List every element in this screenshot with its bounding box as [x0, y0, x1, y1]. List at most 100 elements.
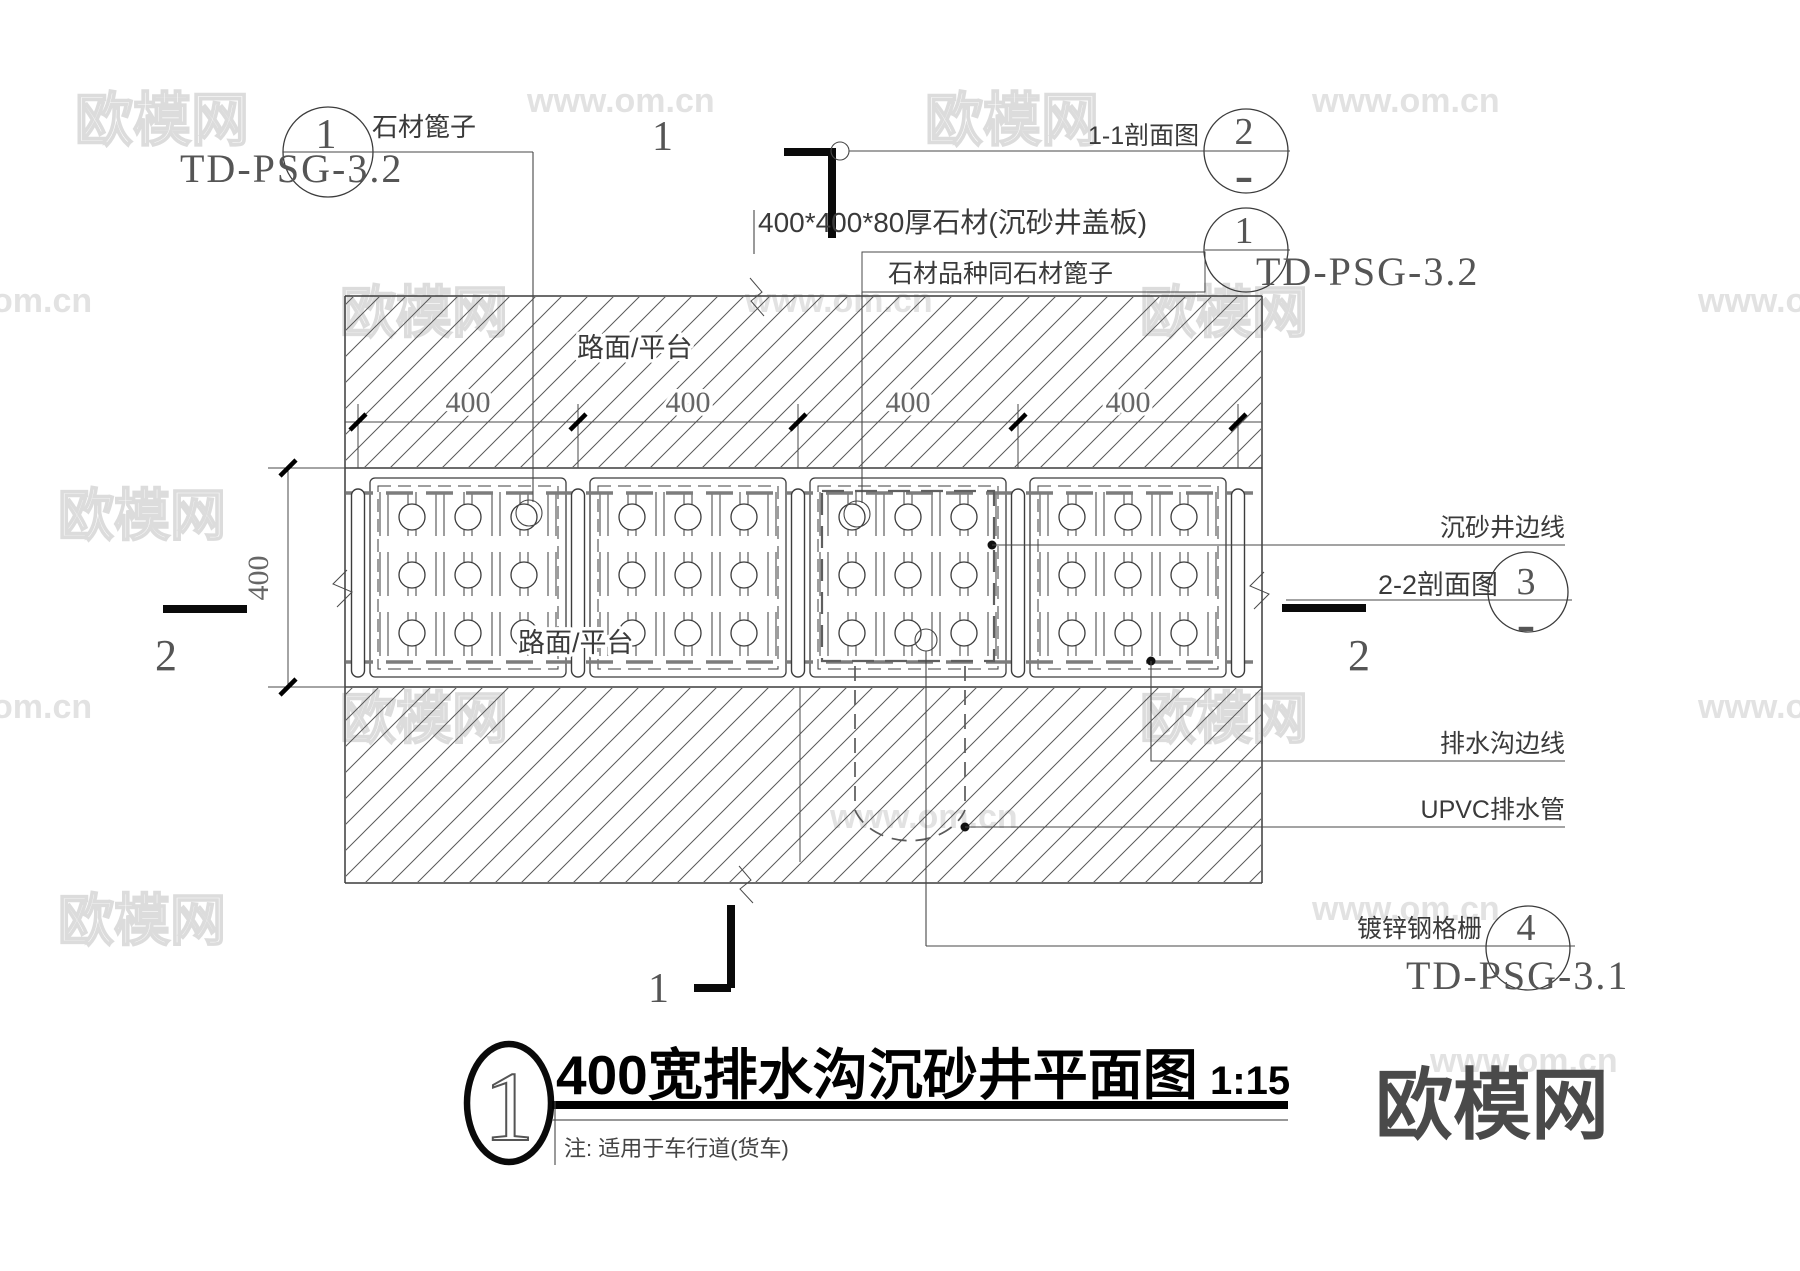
grate-hole [1058, 561, 1086, 589]
break-symbols [332, 277, 1270, 904]
grate-circles [398, 503, 1198, 647]
watermark: 欧模网 [925, 88, 1099, 153]
grate-hole [1114, 619, 1142, 647]
bubble3-number: 3 [1517, 561, 1536, 603]
bubble3-lower: - [1517, 593, 1536, 655]
grate-hole [454, 561, 482, 589]
pavement-hatch-top [346, 297, 1261, 467]
bubble1b-number: 1 [1235, 210, 1254, 252]
grate-panel-inner-dashed [377, 485, 559, 670]
grate-hole [950, 561, 978, 589]
grate-hole [398, 619, 426, 647]
section-2-left-mark: 2 [155, 605, 247, 680]
watermark: www.om.cn [1697, 688, 1800, 726]
section2-right-number: 2 [1348, 631, 1370, 680]
grate-panel-outline [369, 477, 567, 678]
grate-hole [730, 503, 758, 531]
dim-400-1: 400 [446, 386, 491, 419]
drawing-title: 400宽排水沟沉砂井平面图 [556, 1044, 1198, 1106]
leader-grating: 镀锌钢格栅 4 TD-PSG-3.1 [914, 628, 1629, 998]
grate-hole [894, 503, 922, 531]
grate-hole [838, 503, 866, 531]
dim-400-4: 400 [1106, 386, 1151, 419]
dim-400-left: 400 [242, 556, 275, 601]
grate-hole [510, 561, 538, 589]
brand-logo: 欧模网 [1375, 1061, 1609, 1149]
bubble2-lower: - [1235, 144, 1254, 206]
watermark: www.om.cn [1311, 82, 1500, 120]
leader-upvc: UPVC排水管 [960, 796, 1565, 832]
grate-panel-outline [589, 477, 787, 678]
grate-hole [618, 503, 646, 531]
surface-label-bottom: 路面/平台 [518, 628, 634, 658]
grate-hole [838, 561, 866, 589]
watermark: www.om.cn [526, 82, 715, 120]
section2-left-number: 2 [155, 631, 177, 680]
section-1-bottom-mark: 1 [648, 905, 735, 1012]
grate-hole [950, 619, 978, 647]
stone-grate-label: 石材篦子 [372, 112, 476, 142]
watermark: www.om.cn [1697, 282, 1800, 320]
section-2-right-mark: 2-2剖面图 3 - 2 [1282, 551, 1572, 680]
grate-hole [674, 561, 702, 589]
drawing-note: 注: 适用于车行道(货车) [564, 1136, 789, 1161]
section2-label: 2-2剖面图 [1378, 570, 1498, 600]
section1-label: 1-1剖面图 [1088, 122, 1199, 150]
section1-bottom-number: 1 [648, 966, 669, 1012]
grate-hole [618, 561, 646, 589]
cover-plate-label: 400*400*80厚石材(沉砂井盖板) [758, 207, 1147, 238]
section1-top-number: 1 [652, 114, 673, 160]
grate-hole [1114, 503, 1142, 531]
grate-hole [730, 619, 758, 647]
bubble4-number: 4 [1517, 907, 1536, 949]
watermark: om.cn [0, 688, 92, 726]
grate-joint-pill [570, 488, 586, 678]
watermark: 欧模网 [58, 484, 226, 547]
bubble2-number: 2 [1235, 111, 1254, 153]
grate-joint-pills [350, 488, 1246, 678]
grate-hole [1170, 619, 1198, 647]
grate-panel-inner-dashed [597, 485, 779, 670]
grate-joint-pill [790, 488, 806, 678]
grate-hole [510, 503, 538, 531]
grate-hole [510, 619, 538, 647]
section-1-top-mark: 1 1-1剖面图 2 - [652, 108, 1290, 238]
grate-hole [1170, 503, 1198, 531]
grate-hole [1058, 619, 1086, 647]
grate-hole [730, 561, 758, 589]
upvc-pipe [854, 666, 966, 842]
surface-label-top: 路面/平台 [577, 333, 693, 363]
grate-hole [1058, 503, 1086, 531]
grating-label: 镀锌钢格栅 [1357, 915, 1482, 943]
dimension-line-left: 400 [242, 458, 350, 697]
cover-plate-boxed-note: 石材品种同石材篦子 [888, 260, 1113, 288]
watermark: 欧模网 [58, 889, 226, 952]
grate-joint-pill [1230, 488, 1246, 678]
watermark: www.om.cn [1311, 890, 1500, 928]
watermark: www.om.cn [1429, 1042, 1618, 1080]
dim-400-3: 400 [886, 386, 931, 419]
sand-well-boundary [820, 489, 996, 663]
sand-well-edge-label: 沉砂井边线 [1440, 514, 1565, 542]
detail-number: 1 [484, 1051, 534, 1162]
callout-cover-plate: 400*400*80厚石材(沉砂井盖板) 石材品种同石材篦子 1 TD-PSG-… [753, 207, 1479, 528]
grate-hole [454, 503, 482, 531]
grate-panel-outline [809, 477, 1007, 678]
grating-sheet-ref: TD-PSG-3.1 [1406, 953, 1629, 998]
grate-panel-outline [1029, 477, 1227, 678]
grate-hole [618, 619, 646, 647]
pavement-hatch-bottom [346, 688, 1261, 882]
grate-hole [674, 619, 702, 647]
callout-stone-grate: 1 石材篦子 TD-PSG-3.2 [180, 106, 543, 527]
leader-drain-edge: 排水沟边线 [1146, 656, 1565, 762]
grate-hole [674, 503, 702, 531]
watermark: 欧模网 [75, 88, 249, 153]
grate-joint-pill [1010, 488, 1026, 678]
cover-plate-sheet-ref: TD-PSG-3.2 [1256, 249, 1479, 294]
grate-hole [398, 561, 426, 589]
grate-hole [454, 619, 482, 647]
dim-400-2: 400 [666, 386, 711, 419]
plan-outline [344, 295, 1263, 884]
grate-hole [398, 503, 426, 531]
